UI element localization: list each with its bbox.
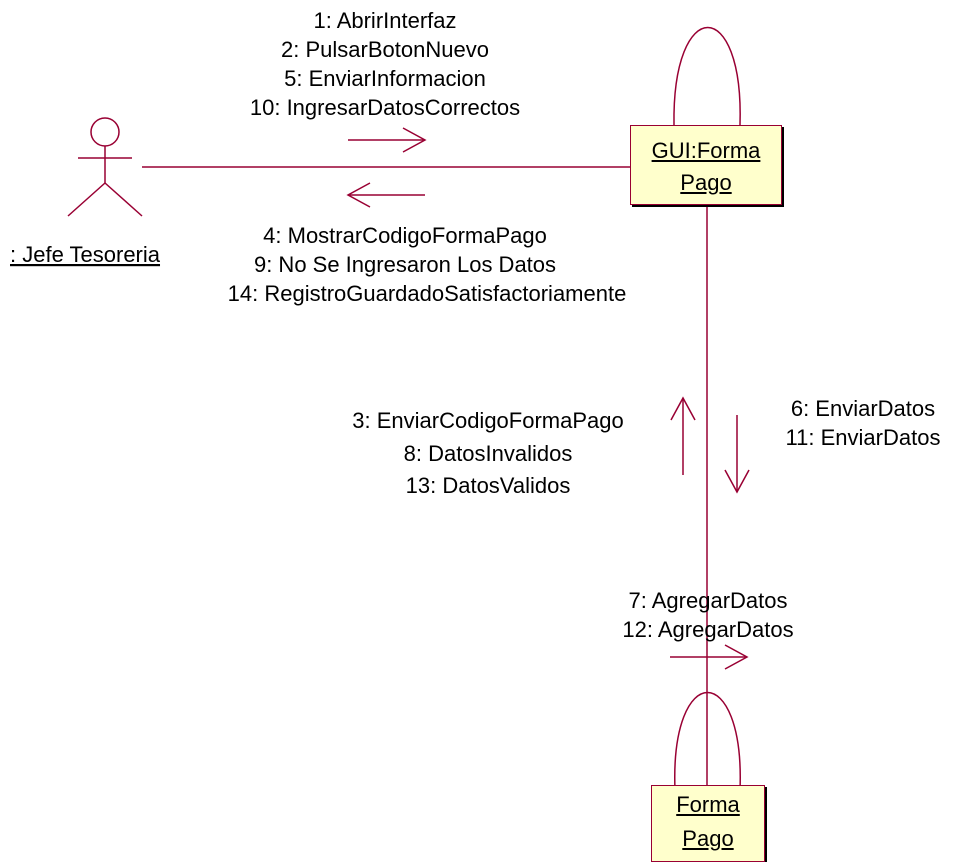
msg-7: 7: AgregarDatos	[629, 588, 788, 613]
msg-8: 8: DatosInvalidos	[404, 441, 573, 466]
gui-self-loop	[673, 27, 741, 126]
object-forma-name-line1: Forma	[676, 792, 740, 817]
msg-13: 13: DatosValidos	[406, 473, 571, 498]
arrow-left-gui-actor	[346, 182, 425, 208]
msg-1: 1: AbrirInterfaz	[313, 8, 456, 33]
object-gui-forma-pago: GUI:Forma Pago	[630, 125, 782, 205]
actor-name: : Jefe Tesoreria	[10, 242, 161, 267]
object-forma-name-line2: Pago	[682, 826, 734, 851]
msg-14: 14: RegistroGuardadoSatisfactoriamente	[228, 281, 627, 306]
arrow-right-actor-gui	[348, 127, 427, 153]
msg-12: 12: AgregarDatos	[622, 617, 793, 642]
object-gui-name-line2: Pago	[680, 170, 732, 195]
object-forma-pago: Forma Pago	[651, 785, 765, 862]
msg-5: 5: EnviarInformacion	[284, 66, 486, 91]
msg-3: 3: EnviarCodigoFormaPago	[352, 408, 623, 433]
arrow-right-forma-self	[670, 644, 749, 670]
arrow-up-to-gui	[670, 396, 696, 475]
msg-10: 10: IngresarDatosCorrectos	[250, 95, 520, 120]
arrow-down-to-forma	[724, 415, 750, 494]
msg-9: 9: No Se Ingresaron Los Datos	[254, 252, 556, 277]
actor-stick-figure-icon	[67, 117, 143, 217]
msg-11: 11: EnviarDatos	[786, 425, 941, 450]
forma-self-loop	[674, 692, 741, 791]
object-gui-name-line1: GUI:Forma	[651, 138, 761, 163]
msg-6: 6: EnviarDatos	[791, 396, 935, 421]
msg-4: 4: MostrarCodigoFormaPago	[263, 223, 547, 248]
msg-2: 2: PulsarBotonNuevo	[281, 37, 489, 62]
